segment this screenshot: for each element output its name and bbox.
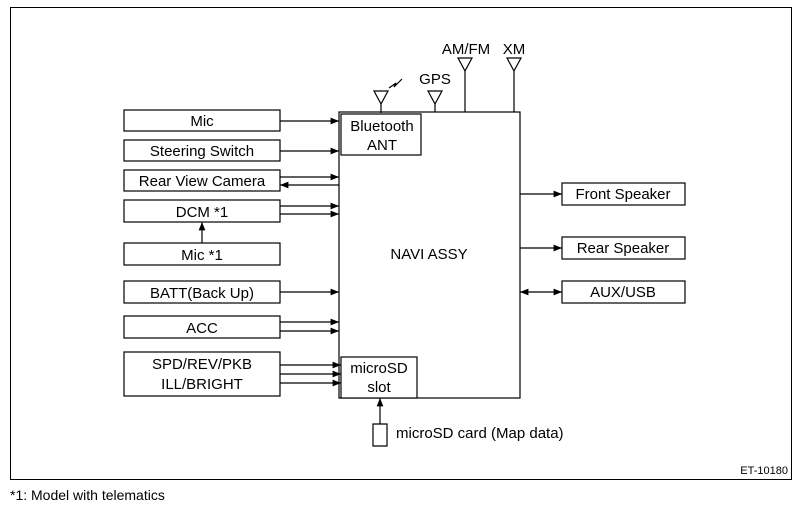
bluetooth-label-line2: ANT (367, 137, 397, 154)
diagram-frame (10, 7, 792, 480)
microsd-slot-line1: microSD (350, 360, 408, 377)
aux-usb-label: AUX/USB (590, 284, 656, 301)
ill-bright-label: ILL/BRIGHT (161, 376, 243, 393)
amfm-label: AM/FM (442, 41, 490, 58)
navi-assy-box (338, 111, 521, 399)
acc-label: ACC (186, 320, 218, 337)
microsd-slot-box (340, 356, 418, 399)
figure-code: ET-10180 (740, 465, 788, 477)
gps-label: GPS (419, 71, 451, 88)
sd-card-icon (372, 423, 388, 447)
spd-rev-pkb-label: SPD/REV/PKB (152, 356, 252, 373)
bluetooth-antenna-icon (372, 78, 403, 113)
amfm-antenna-icon (456, 57, 474, 112)
rear-view-camera-box (123, 169, 281, 192)
microsd-slot-line2: slot (367, 379, 391, 396)
bluetooth-label-line1: Bluetooth (350, 118, 413, 135)
steering-switch-label: Steering Switch (150, 143, 254, 160)
bluetooth-ant-box (340, 113, 422, 156)
mic-telematics-label: Mic *1 (181, 247, 223, 264)
xm-antenna-icon (505, 57, 523, 112)
rear-speaker-label: Rear Speaker (577, 240, 670, 257)
front-speaker-label: Front Speaker (575, 186, 670, 203)
acc-box (123, 315, 281, 339)
navi-assy-label: NAVI ASSY (390, 246, 467, 263)
microsd-card-label: microSD card (Map data) (396, 425, 564, 442)
rear-view-camera-label: Rear View Camera (139, 173, 266, 190)
gps-antenna-icon (426, 90, 444, 112)
batt-label: BATT(Back Up) (150, 285, 254, 302)
xm-label: XM (503, 41, 526, 58)
spd-rev-pkb-box (123, 351, 281, 397)
dcm-label: DCM *1 (176, 204, 229, 221)
mic-label: Mic (190, 113, 214, 130)
footnote: *1: Model with telematics (10, 487, 165, 503)
